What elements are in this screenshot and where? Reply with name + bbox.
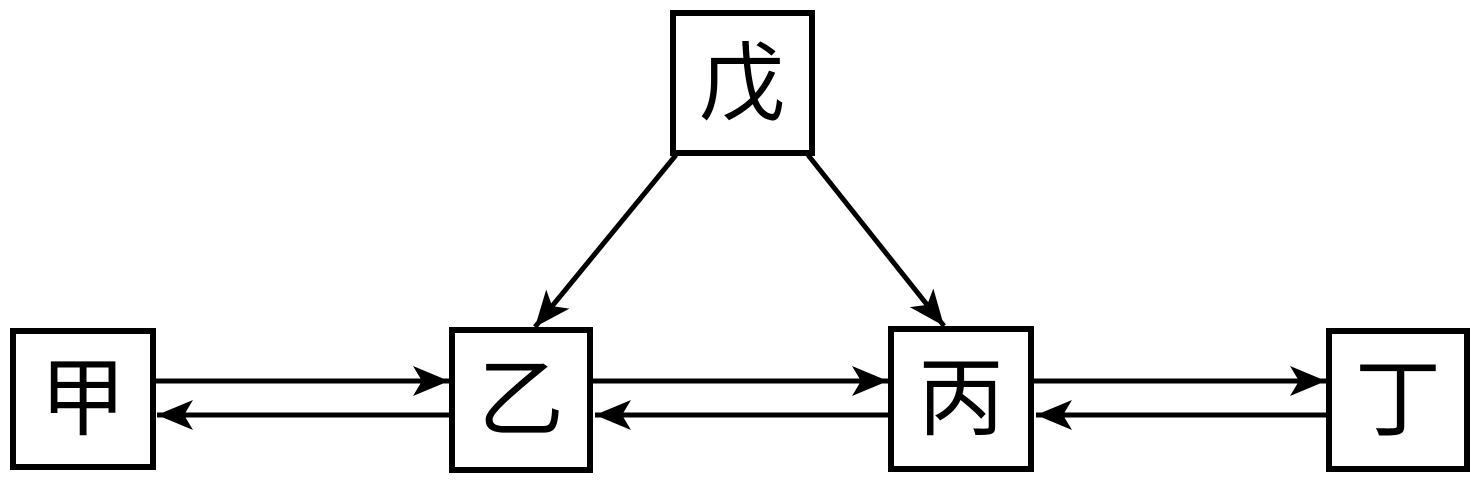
node-label-wu: 戊 xyxy=(699,34,785,134)
node-label-bing: 丙 xyxy=(918,349,1004,449)
arrow-wu-to-bing xyxy=(806,153,946,328)
node-yi: 乙 xyxy=(449,327,593,473)
node-label-ding: 丁 xyxy=(1355,350,1441,450)
node-box-yi xyxy=(449,327,593,473)
node-box-bing xyxy=(888,326,1034,472)
node-ding: 丁 xyxy=(1326,328,1470,472)
arrow-wu-to-yi xyxy=(533,153,678,329)
node-box-wu xyxy=(670,10,815,156)
node-box-ding xyxy=(1326,328,1470,472)
node-wu: 戊 xyxy=(670,10,815,156)
node-box-jia xyxy=(10,328,156,470)
node-bing: 丙 xyxy=(888,326,1034,472)
node-label-jia: 甲 xyxy=(40,349,126,449)
node-jia: 甲 xyxy=(10,328,156,470)
node-label-yi: 乙 xyxy=(478,350,564,450)
